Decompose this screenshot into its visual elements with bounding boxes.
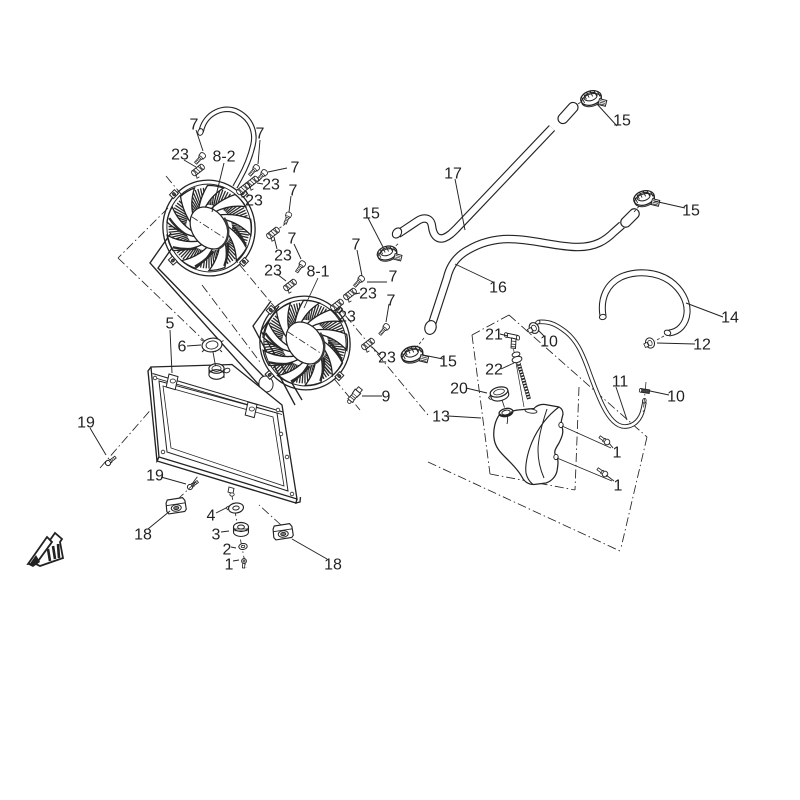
svg-text:7: 7 bbox=[256, 126, 265, 143]
svg-text:15: 15 bbox=[439, 354, 457, 371]
svg-text:23: 23 bbox=[274, 248, 292, 265]
svg-text:6: 6 bbox=[178, 339, 187, 356]
svg-text:19: 19 bbox=[77, 415, 95, 432]
svg-text:4: 4 bbox=[207, 508, 216, 525]
svg-text:12: 12 bbox=[693, 337, 711, 354]
svg-text:14: 14 bbox=[721, 310, 739, 327]
svg-text:23: 23 bbox=[245, 193, 263, 210]
svg-text:10: 10 bbox=[540, 334, 558, 351]
svg-text:10: 10 bbox=[667, 389, 685, 406]
svg-text:3: 3 bbox=[212, 527, 221, 544]
svg-text:15: 15 bbox=[613, 113, 631, 130]
svg-text:9: 9 bbox=[382, 389, 391, 406]
svg-text:1: 1 bbox=[613, 445, 622, 462]
svg-text:16: 16 bbox=[489, 280, 507, 297]
svg-text:7: 7 bbox=[190, 117, 199, 134]
svg-text:1: 1 bbox=[614, 478, 623, 495]
svg-text:21: 21 bbox=[485, 327, 503, 344]
svg-text:13: 13 bbox=[432, 409, 450, 426]
svg-text:8-2: 8-2 bbox=[212, 149, 235, 166]
svg-text:23: 23 bbox=[262, 177, 280, 194]
svg-text:7: 7 bbox=[389, 269, 398, 286]
svg-text:7: 7 bbox=[387, 293, 396, 310]
svg-text:23: 23 bbox=[359, 286, 377, 303]
svg-text:17: 17 bbox=[444, 166, 462, 183]
svg-text:8-1: 8-1 bbox=[306, 264, 329, 281]
svg-text:23: 23 bbox=[338, 309, 356, 326]
svg-text:1: 1 bbox=[225, 557, 234, 574]
svg-text:7: 7 bbox=[289, 183, 298, 200]
svg-text:15: 15 bbox=[682, 203, 700, 220]
svg-text:11: 11 bbox=[612, 374, 629, 391]
svg-text:7: 7 bbox=[288, 231, 297, 248]
svg-text:23: 23 bbox=[378, 350, 396, 367]
svg-text:23: 23 bbox=[264, 263, 282, 280]
svg-text:20: 20 bbox=[450, 381, 468, 398]
svg-text:22: 22 bbox=[485, 362, 503, 379]
svg-text:19: 19 bbox=[146, 468, 164, 485]
svg-text:7: 7 bbox=[352, 237, 361, 254]
svg-text:23: 23 bbox=[171, 147, 189, 164]
svg-text:7: 7 bbox=[291, 160, 300, 177]
svg-text:2: 2 bbox=[223, 542, 232, 559]
svg-text:18: 18 bbox=[134, 527, 152, 544]
svg-text:18: 18 bbox=[324, 557, 342, 574]
svg-text:5: 5 bbox=[166, 316, 175, 333]
svg-text:15: 15 bbox=[362, 206, 380, 223]
